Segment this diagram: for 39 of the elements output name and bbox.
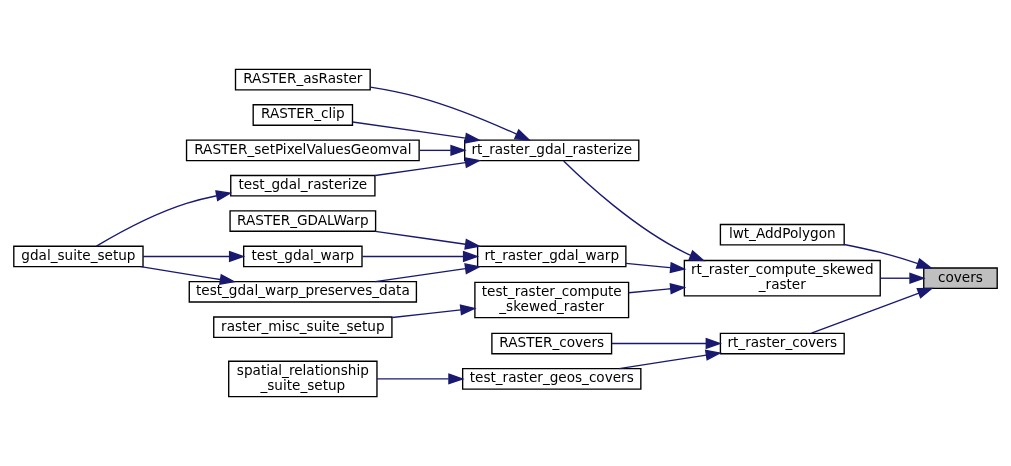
- arrow: [376, 373, 465, 385]
- arrow: [374, 230, 482, 250]
- node-box: test_gdal_rasterize: [230, 174, 376, 197]
- arrow: [374, 263, 482, 283]
- node-box: lwt_AddPolygon: [719, 223, 845, 246]
- node-box: RASTER_clip: [252, 104, 354, 126]
- arrow: [369, 86, 531, 141]
- node-box: test_raster_geos_covers: [461, 368, 642, 390]
- node-box: test_raster_compute _skewed_raster: [474, 281, 630, 319]
- arrow: [611, 337, 722, 350]
- arrow: [142, 250, 246, 263]
- node-box: test_gdal_warp: [243, 245, 363, 268]
- arrow: [374, 156, 482, 177]
- arrow: [810, 287, 934, 334]
- node-box: covers: [923, 267, 998, 290]
- node-box: gdal_suite_setup: [13, 245, 144, 268]
- node-box: RASTER_setPixelValuesGeomval: [185, 139, 420, 162]
- node-box: raster_misc_suite_setup: [213, 316, 393, 339]
- arrow: [391, 304, 477, 319]
- arrow: [361, 250, 480, 263]
- arrow: [140, 266, 237, 286]
- arrow: [562, 160, 706, 262]
- node-box: RASTER_covers: [491, 332, 613, 355]
- node-box: rt_raster_gdal_rasterize: [464, 139, 640, 162]
- arrow: [625, 261, 687, 274]
- node-box: RASTER_GDALWarp: [229, 210, 377, 232]
- node-box: spatial_relationship _suite_setup: [228, 360, 378, 398]
- node-box: test_gdal_warp_preserves_data: [188, 280, 418, 303]
- arrow: [95, 190, 233, 247]
- node-box: rt_raster_compute_skewed _raster: [683, 259, 881, 297]
- arrow: [843, 243, 933, 269]
- arrow: [879, 272, 926, 284]
- node-box: rt_raster_covers: [719, 332, 845, 355]
- arrow: [418, 144, 467, 157]
- arrow: [618, 349, 722, 370]
- arrow: [628, 283, 687, 295]
- node-box: rt_raster_gdal_warp: [476, 245, 627, 268]
- arrow: [351, 121, 482, 144]
- node-box: RASTER_asRaster: [234, 68, 371, 91]
